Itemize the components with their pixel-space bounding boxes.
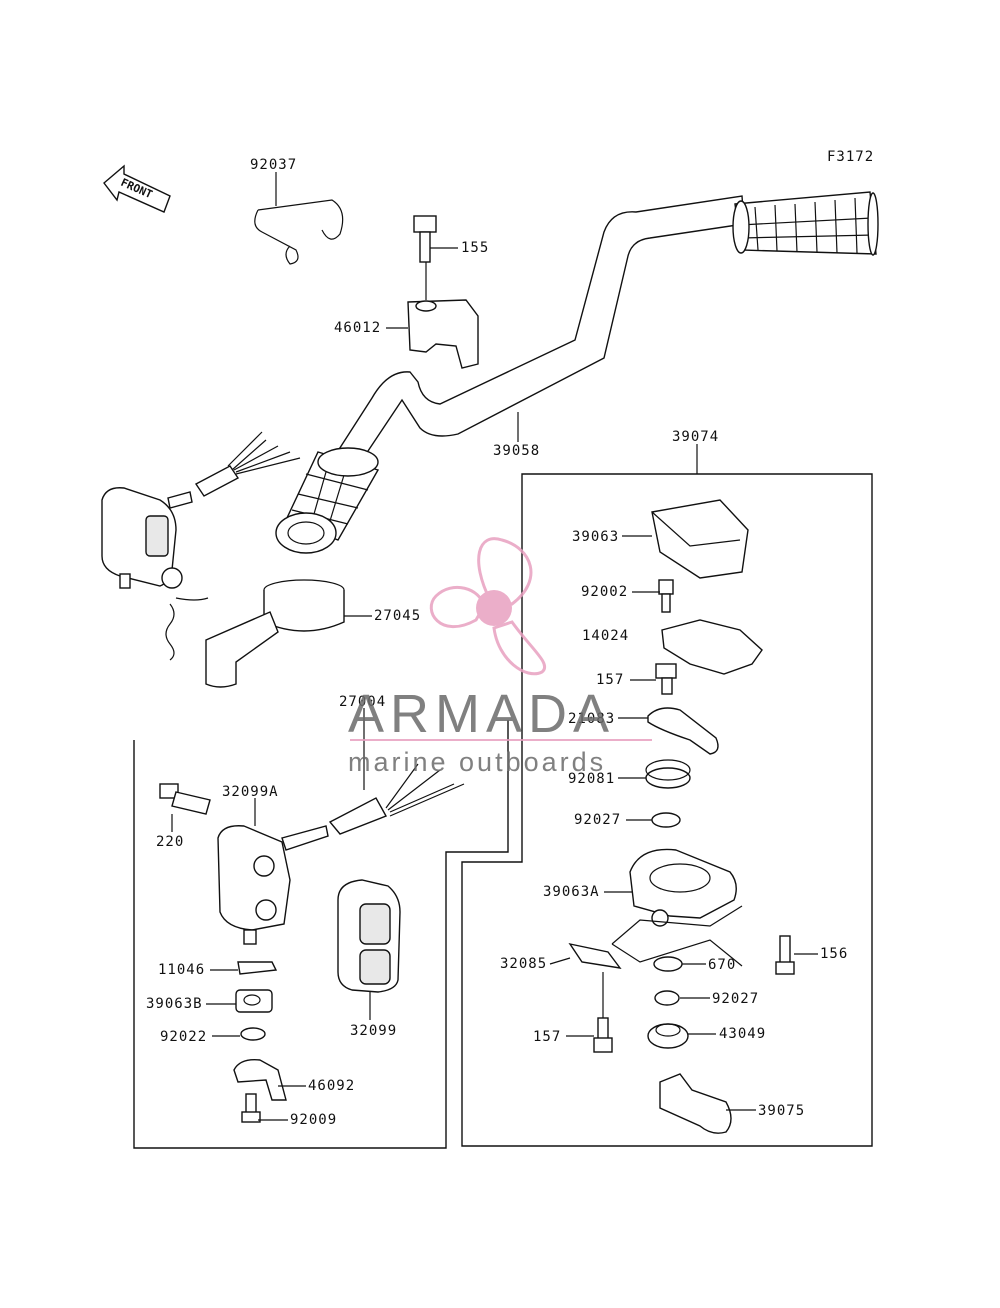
label-21083: 21083 bbox=[568, 711, 615, 727]
switch-box-right bbox=[461, 473, 873, 1147]
left-switch-32099A bbox=[217, 763, 465, 945]
watermark-tagline: marine outboards bbox=[348, 747, 606, 777]
plate-32085 bbox=[568, 942, 622, 969]
label-11046: 11046 bbox=[158, 962, 205, 978]
label-43049: 43049 bbox=[719, 1026, 766, 1042]
screw-92009 bbox=[241, 1093, 261, 1123]
label-155: 155 bbox=[461, 240, 489, 256]
gasket-14024 bbox=[661, 619, 763, 675]
washer-92027-lower bbox=[654, 990, 680, 1006]
o-ring-670 bbox=[653, 956, 683, 972]
label-220: 220 bbox=[156, 834, 184, 850]
handlebar bbox=[275, 191, 879, 554]
leader-lines bbox=[171, 172, 818, 1121]
propeller-logo-icon bbox=[429, 537, 547, 676]
label-39075: 39075 bbox=[758, 1103, 805, 1119]
part-46092 bbox=[233, 1059, 287, 1101]
part-39063B bbox=[235, 989, 273, 1013]
label-39063A: 39063A bbox=[543, 884, 600, 900]
handlebar-clamp bbox=[407, 299, 479, 369]
label-27004: 27004 bbox=[339, 694, 386, 710]
washer-92027-upper bbox=[651, 812, 681, 828]
label-27045: 27045 bbox=[374, 608, 421, 624]
watermark: ARMADA marine outboards bbox=[348, 537, 652, 777]
switch-housing-32099 bbox=[337, 879, 401, 993]
label-39074: 39074 bbox=[672, 429, 719, 445]
label-92027-upper: 92027 bbox=[574, 812, 621, 828]
label-156: 156 bbox=[820, 946, 848, 962]
cable-clamp-27045 bbox=[205, 579, 345, 688]
seal-43049 bbox=[647, 1023, 689, 1049]
label-92002: 92002 bbox=[581, 584, 628, 600]
watermark-brand: ARMADA bbox=[348, 684, 615, 744]
label-32099: 32099 bbox=[350, 1023, 397, 1039]
part-21083 bbox=[647, 707, 719, 755]
left-switch-upper bbox=[101, 431, 301, 661]
label-92027-lower: 92027 bbox=[712, 991, 759, 1007]
label-92037: 92037 bbox=[250, 157, 297, 173]
label-46012: 46012 bbox=[334, 320, 381, 336]
label-92009: 92009 bbox=[290, 1112, 337, 1128]
label-670: 670 bbox=[708, 957, 736, 973]
housing-39063A bbox=[629, 848, 737, 927]
bolt-155 bbox=[413, 215, 437, 263]
label-39058: 39058 bbox=[493, 443, 540, 459]
part-11046 bbox=[237, 961, 278, 975]
label-92081: 92081 bbox=[568, 771, 615, 787]
front-arrow-icon: FRONT bbox=[103, 164, 171, 213]
bolt-220 bbox=[159, 783, 211, 815]
screw-92002 bbox=[658, 579, 674, 613]
clip-92037 bbox=[254, 199, 344, 265]
label-46092: 46092 bbox=[308, 1078, 355, 1094]
washer-92022 bbox=[240, 1027, 266, 1041]
cover-39063 bbox=[651, 499, 749, 579]
bolt-157-upper bbox=[655, 663, 677, 695]
bolt-157-lower bbox=[593, 1017, 613, 1053]
label-39063: 39063 bbox=[572, 529, 619, 545]
switch-box-left bbox=[133, 720, 509, 1149]
label-39063B: 39063B bbox=[146, 996, 203, 1012]
spring-92081 bbox=[645, 759, 691, 789]
label-32099A: 32099A bbox=[222, 784, 279, 800]
bolt-156 bbox=[775, 935, 795, 975]
figure-code: F3172 bbox=[827, 149, 874, 165]
label-157-lower: 157 bbox=[533, 1029, 561, 1045]
label-14024: 14024 bbox=[582, 628, 629, 644]
label-32085: 32085 bbox=[500, 956, 547, 972]
lever-39075 bbox=[659, 1073, 732, 1134]
label-157-upper: 157 bbox=[596, 672, 624, 688]
label-92022: 92022 bbox=[160, 1029, 207, 1045]
